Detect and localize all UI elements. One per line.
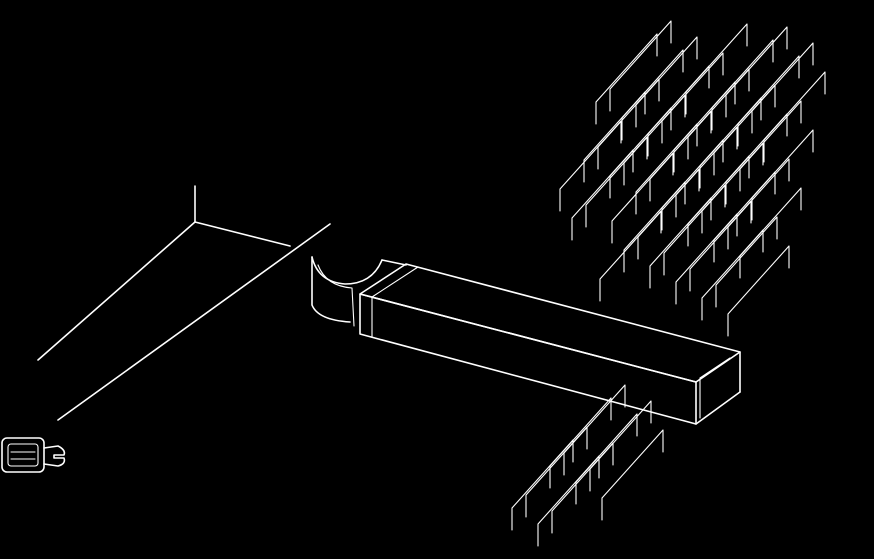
brick xyxy=(597,78,660,170)
brick xyxy=(687,155,750,247)
plug-body xyxy=(1,437,45,473)
brick xyxy=(649,110,712,202)
corner-back-edge xyxy=(194,221,291,247)
plug-inner-frame xyxy=(7,443,39,467)
brick xyxy=(635,123,698,215)
duct-end-bottom xyxy=(695,391,741,425)
brick-wall-pattern xyxy=(511,20,826,547)
brick xyxy=(687,68,750,160)
brick xyxy=(601,429,664,521)
brick xyxy=(589,400,652,492)
brick xyxy=(663,184,726,276)
brick xyxy=(661,139,724,231)
brick xyxy=(647,65,710,157)
duct-elbow xyxy=(311,256,407,327)
brick xyxy=(551,442,614,534)
brick xyxy=(739,100,802,192)
brick xyxy=(711,39,774,131)
elbow-outer-side xyxy=(311,256,351,323)
duct-front-face xyxy=(359,293,697,425)
brick xyxy=(549,397,612,489)
corner-floor-edge xyxy=(37,221,196,361)
brick xyxy=(649,197,712,289)
brick xyxy=(689,200,752,292)
elbow-joint-top xyxy=(381,259,407,266)
brick xyxy=(661,52,724,144)
brick xyxy=(511,439,574,531)
brick xyxy=(725,113,788,205)
brick xyxy=(585,136,648,228)
brick xyxy=(673,81,736,173)
brick xyxy=(537,455,600,547)
brick xyxy=(727,158,790,250)
brick xyxy=(751,42,814,134)
brick xyxy=(701,142,764,234)
plug-prongs xyxy=(43,445,66,467)
brick xyxy=(685,23,748,115)
brick xyxy=(563,384,626,476)
elbow-inner-side xyxy=(317,264,355,327)
brick xyxy=(623,181,686,273)
brick xyxy=(725,26,788,118)
brick xyxy=(599,210,662,302)
brick xyxy=(713,171,776,263)
brick xyxy=(675,126,738,218)
brick xyxy=(701,229,764,321)
brick xyxy=(621,49,684,141)
brick xyxy=(715,216,778,308)
brick xyxy=(763,71,826,163)
brick xyxy=(699,97,762,189)
brick xyxy=(559,120,622,212)
brick xyxy=(609,107,672,199)
elbow-top-curve xyxy=(311,256,383,285)
coupler-line xyxy=(371,266,419,298)
room-corner-lines xyxy=(37,185,331,421)
brick xyxy=(611,152,674,244)
brick xyxy=(739,187,802,279)
ceiling-guide-line xyxy=(57,223,331,421)
brick xyxy=(727,245,790,337)
brick xyxy=(623,94,686,186)
brick xyxy=(637,168,700,260)
brick xyxy=(583,91,646,183)
brick xyxy=(635,36,698,128)
brick xyxy=(713,84,776,176)
duct-end-inner xyxy=(699,357,731,379)
brick xyxy=(751,129,814,221)
brick xyxy=(737,55,800,147)
brick xyxy=(675,213,738,305)
brick xyxy=(609,20,672,112)
brick xyxy=(525,426,588,518)
brick xyxy=(595,33,658,125)
rectangular-duct xyxy=(359,263,741,425)
duct-top-face xyxy=(359,263,741,383)
brick xyxy=(575,413,638,505)
plug-icon xyxy=(1,437,66,473)
brick xyxy=(571,149,634,241)
